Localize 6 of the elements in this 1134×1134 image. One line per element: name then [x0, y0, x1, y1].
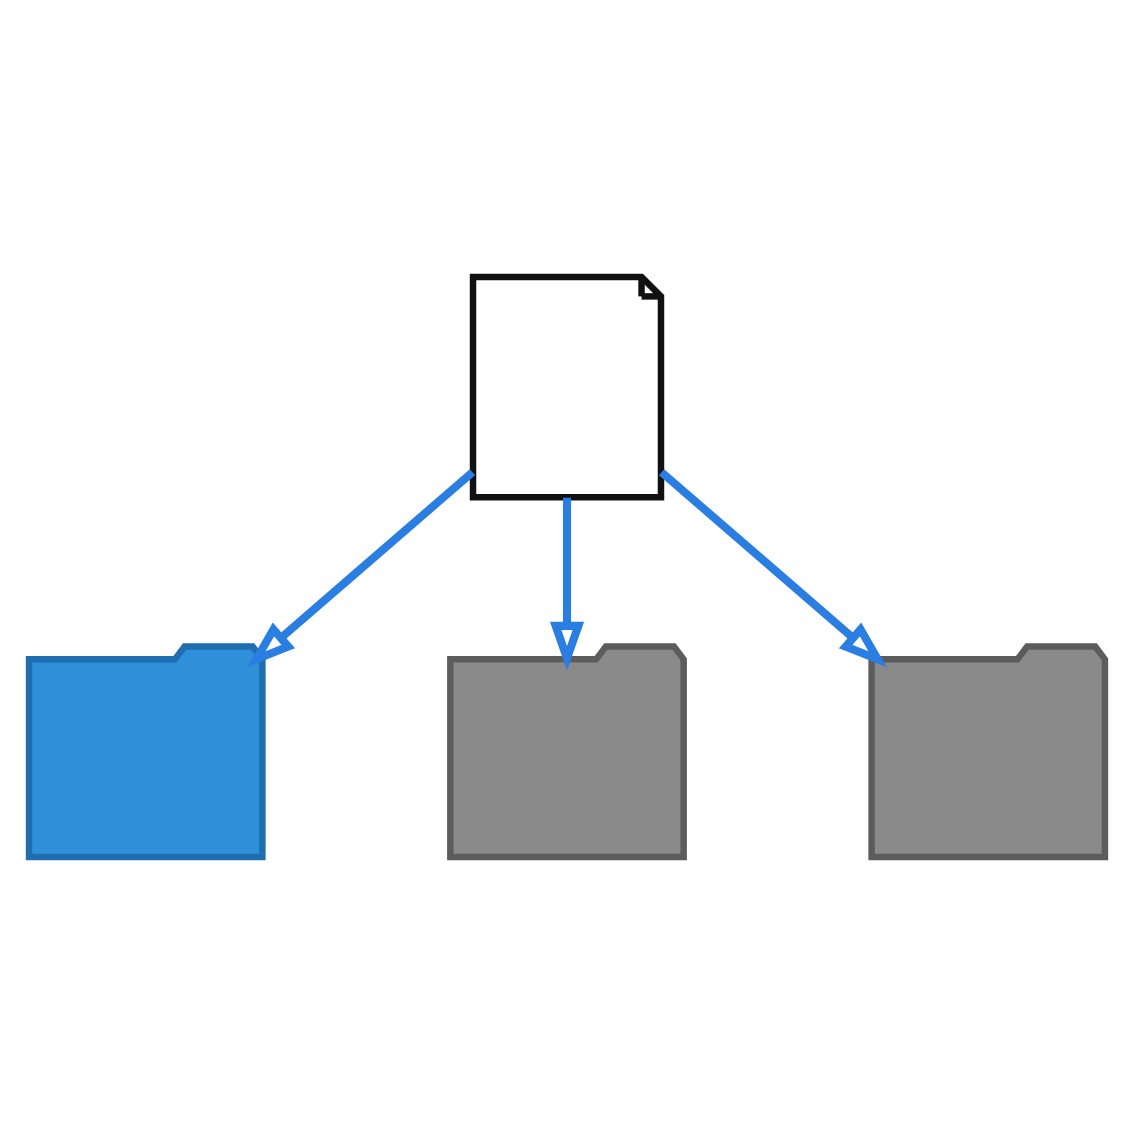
arrow	[247, 469, 476, 668]
arrow	[549, 497, 585, 671]
node-folder	[25, 643, 266, 861]
node-folder	[868, 643, 1109, 861]
arrow	[658, 469, 887, 668]
node-folder	[447, 643, 687, 861]
